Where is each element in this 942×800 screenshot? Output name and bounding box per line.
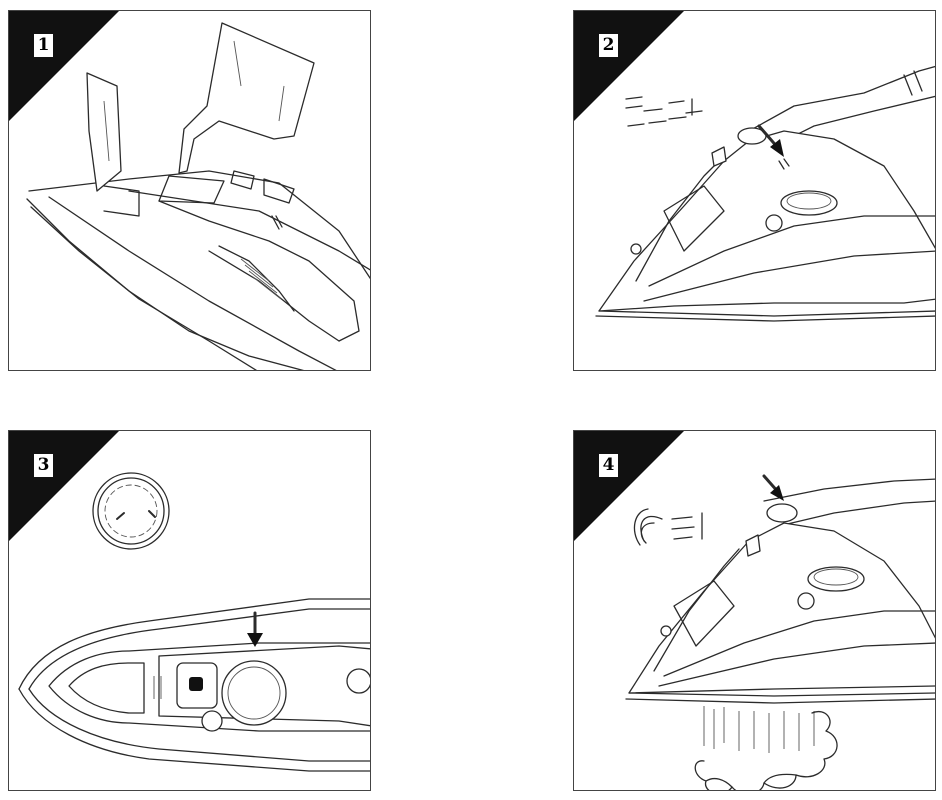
step-2-panel: 2 [573,10,936,371]
spray-icon [625,96,703,127]
step-corner-marker [574,11,684,121]
step-number: 3 [33,453,54,478]
step-corner-marker [574,431,684,541]
step-4-panel: 4 [573,430,936,791]
iron-steam-illustration [625,474,935,790]
step-corner-marker [9,11,119,121]
arrow-icon [247,611,263,647]
step-number: 2 [598,33,619,58]
step-corner-marker [9,431,119,541]
step-1-panel: 1 [8,10,371,371]
steam-cloud-icon [694,706,838,790]
arrow-icon [757,124,784,157]
arrow-icon [762,474,784,501]
iron-top-illustration [18,472,370,772]
step-number: 1 [33,33,54,58]
iron-spray-illustration [595,65,935,322]
dial-icon [92,472,170,550]
step-number: 4 [598,453,619,478]
steam-burst-icon [633,508,703,546]
step-3-panel: 3 [8,430,371,791]
iron-fill-illustration [26,22,370,370]
